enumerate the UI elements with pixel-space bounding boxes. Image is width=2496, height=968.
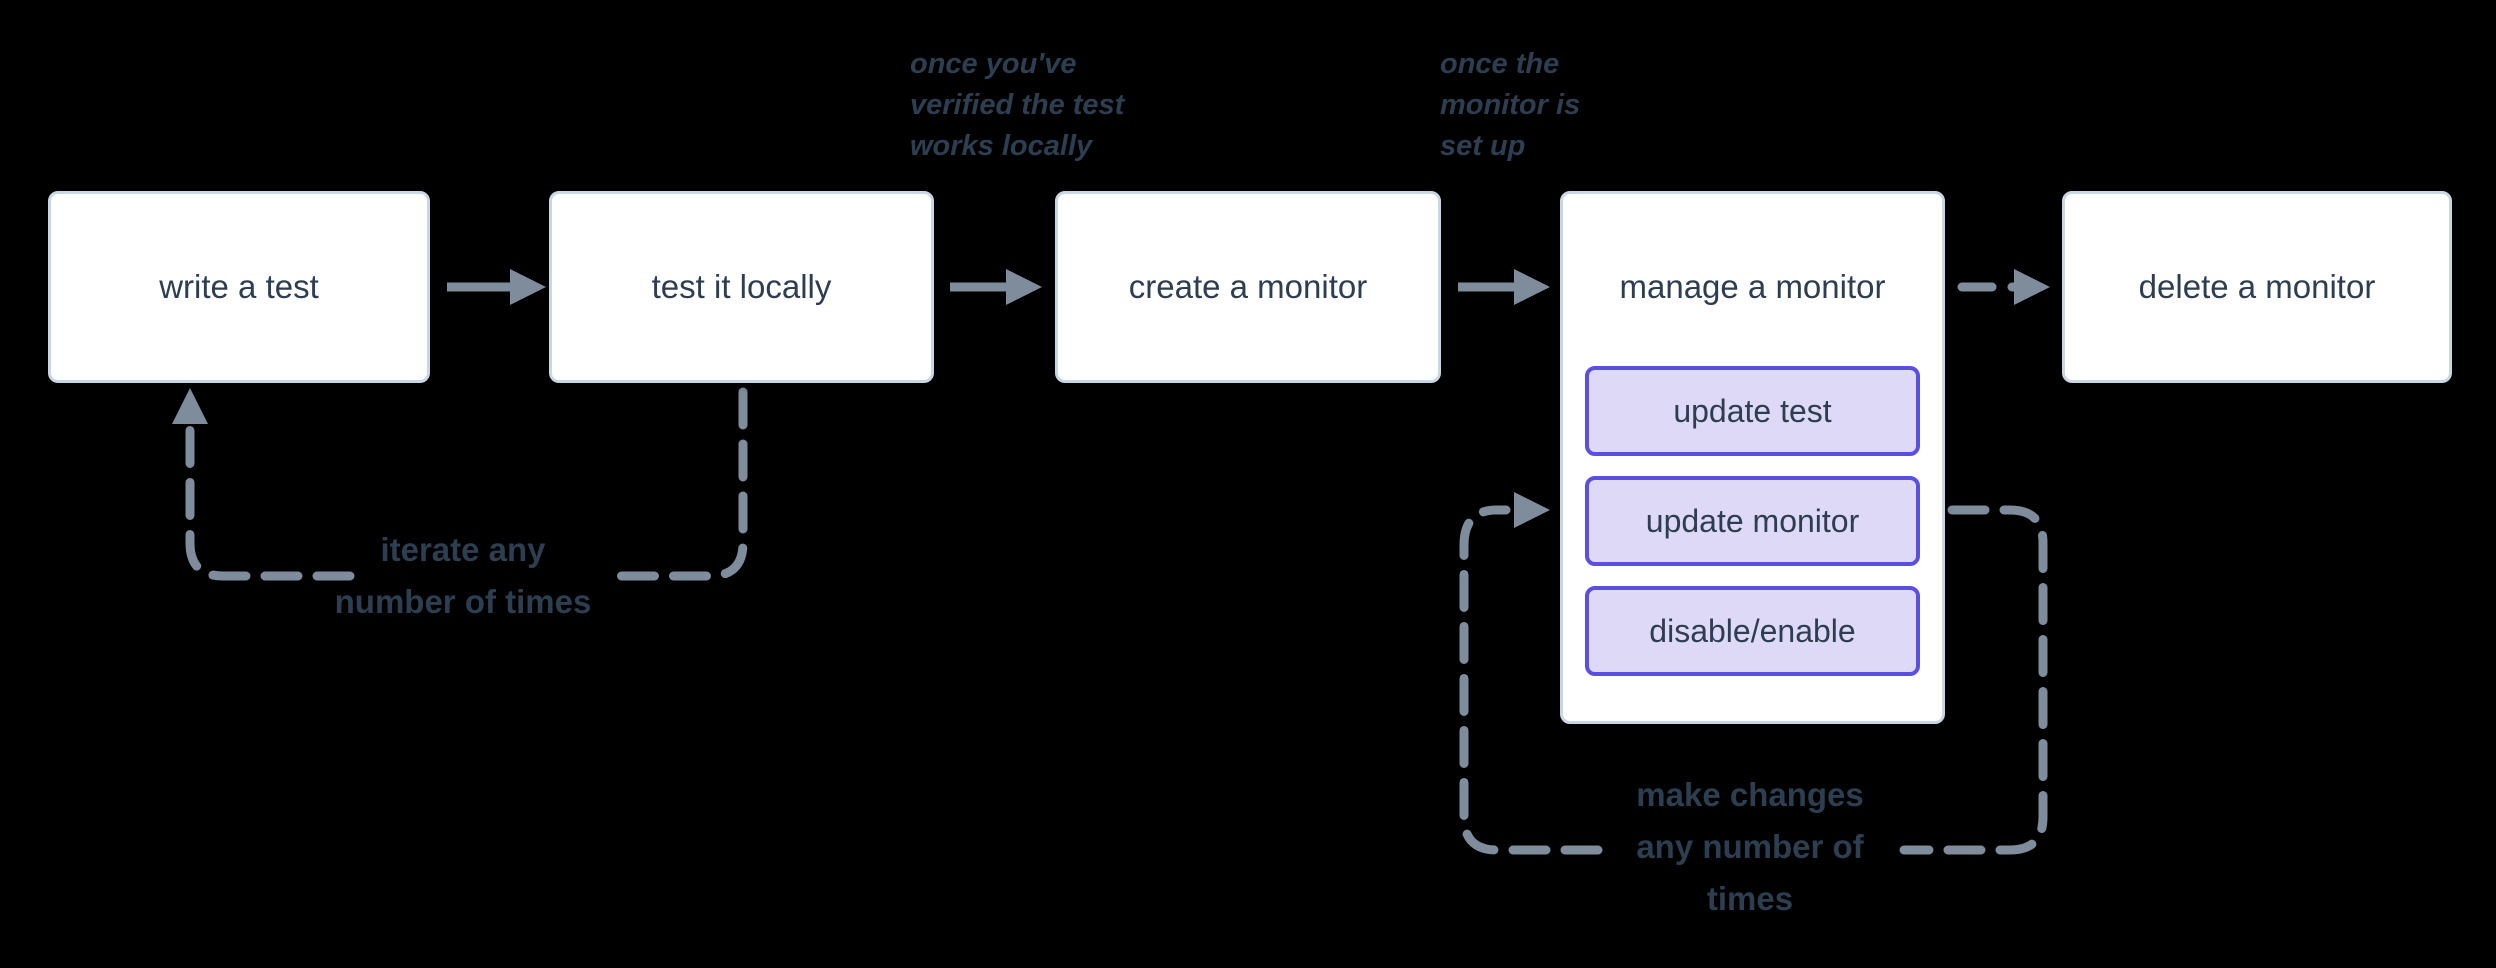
node-write-a-test: write a test: [48, 191, 430, 383]
loop-label-iterate: iterate any number of times: [334, 531, 592, 620]
node-manage-a-monitor: manage a monitor update test update moni…: [1560, 191, 1945, 724]
node-create-a-monitor: create a monitor: [1055, 191, 1441, 383]
arrow-test-to-create: [950, 269, 1042, 305]
iterate-loop-path: [172, 387, 748, 581]
node-label: write a test: [159, 268, 319, 305]
sub-button-update-monitor: update monitor: [1585, 476, 1920, 566]
sub-button-label: update monitor: [1645, 502, 1860, 539]
arrow-manage-to-delete: [1957, 269, 2050, 305]
make-changes-loop-path: [1459, 492, 2048, 855]
sub-button-update-test: update test: [1585, 366, 1920, 456]
node-delete-a-monitor: delete a monitor: [2062, 191, 2452, 383]
annotation-once-verified: once you've verified the test works loca…: [910, 48, 1125, 162]
node-test-it-locally: test it locally: [549, 191, 934, 383]
loop-label-make-changes: make changes any number of times: [1636, 776, 1864, 917]
sub-button-label: disable/enable: [1649, 612, 1856, 649]
node-label: manage a monitor: [1619, 268, 1886, 305]
node-label: delete a monitor: [2138, 268, 2376, 305]
annotation-once-set-up: once the monitor is set up: [1440, 48, 1581, 162]
arrow-create-to-manage: [1458, 269, 1550, 305]
node-label: create a monitor: [1128, 268, 1368, 305]
sub-button-label: update test: [1673, 392, 1832, 429]
node-label: test it locally: [651, 268, 832, 305]
arrow-write-to-test: [447, 269, 546, 305]
sub-button-disable-enable: disable/enable: [1585, 586, 1920, 676]
